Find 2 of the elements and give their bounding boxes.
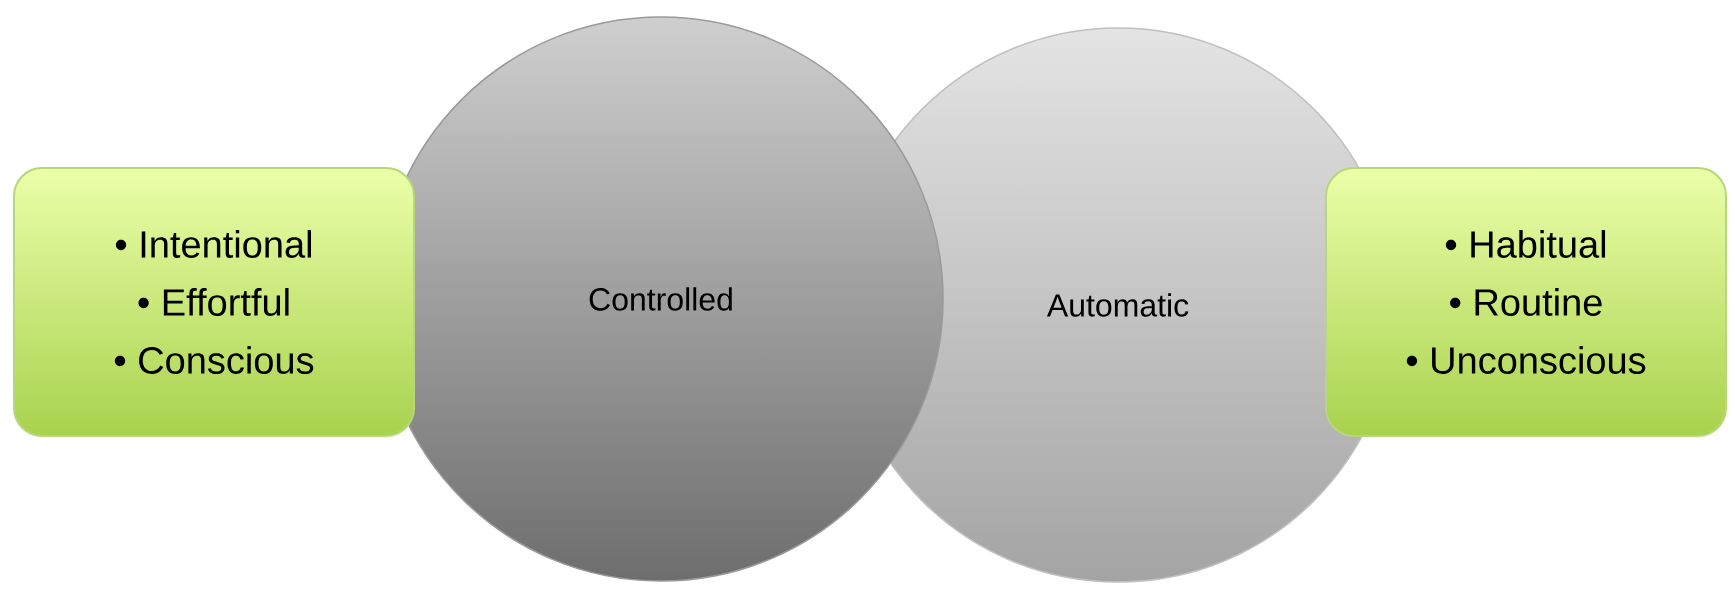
list-box: • Intentional • Effortful • Conscious: [13, 167, 415, 437]
list-box: • Habitual • Routine • Unconscious: [1325, 167, 1727, 437]
